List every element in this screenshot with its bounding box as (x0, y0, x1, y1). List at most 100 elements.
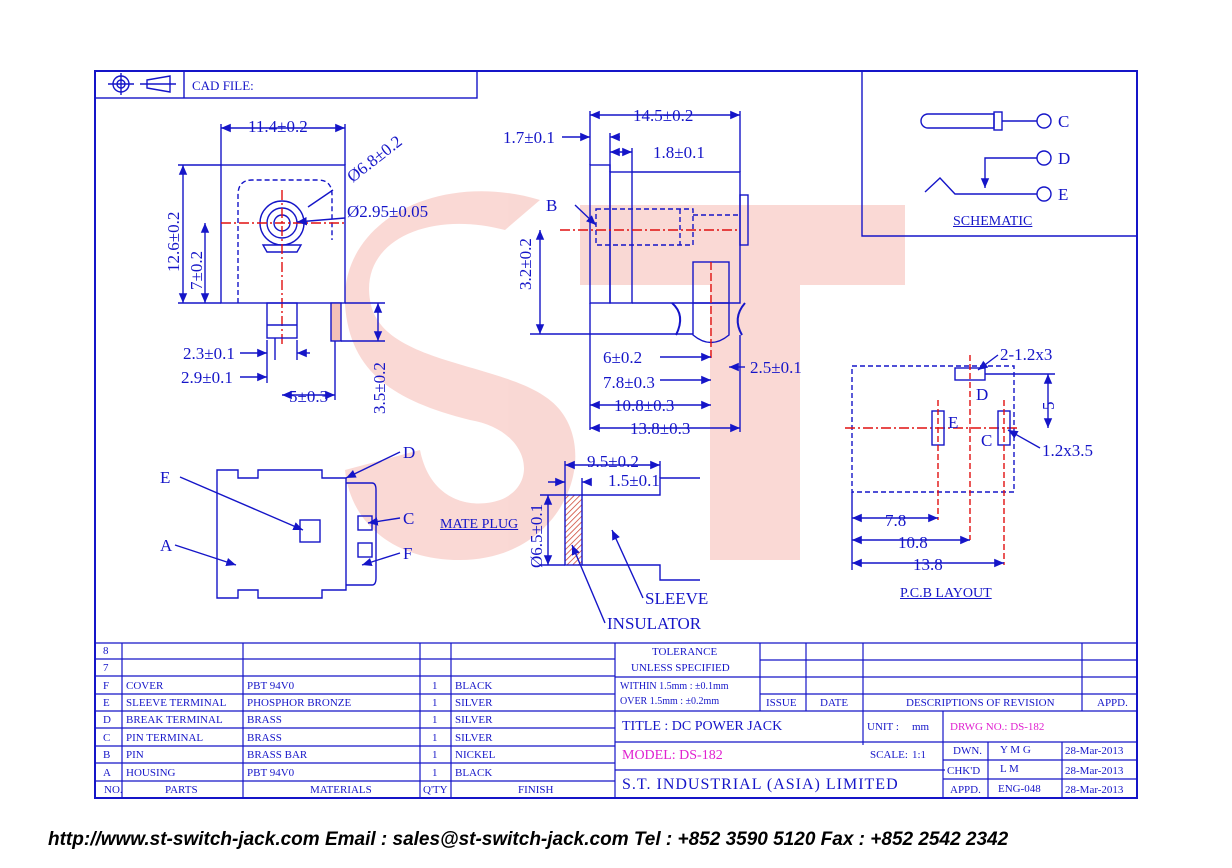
tol-within: WITHIN 1.5mm : ±0.1mm (620, 681, 729, 692)
rev-issue: ISSUE (766, 697, 797, 709)
dim-hole-pin: Ø2.95±0.05 (347, 202, 429, 221)
cad-file-box (94, 70, 478, 99)
bom-cell-no: C (103, 732, 111, 744)
schematic-pin-e: E (1058, 185, 1069, 204)
dim-length: 14.5±0.2 (633, 106, 694, 125)
bom-cell-qty: 1 (432, 680, 438, 692)
dim-d2: 7.8±0.3 (603, 373, 655, 392)
dim-d4: 13.8±0.3 (630, 419, 691, 438)
bom-cell-materials: PHOSPHOR BRONZE (247, 697, 352, 709)
bom-cell-finish: NICKEL (455, 749, 496, 761)
dim-hole-top: 2-1.2x3 (1000, 345, 1053, 364)
bom-cell-qty: 1 (432, 749, 438, 761)
dwn-by: Y M G (1000, 744, 1031, 756)
dim-d1: 6±0.2 (603, 348, 643, 367)
bom-header-materials: MATERIALS (310, 784, 372, 796)
bom-cell-materials: PBT 94V0 (247, 680, 295, 692)
dim-slot: 1.2x3.5 (1042, 441, 1093, 460)
label-a: A (160, 536, 173, 555)
bom-cell-finish: BLACK (455, 767, 493, 779)
bom-cell-no: D (103, 714, 111, 726)
bom-cell-materials: BRASS BAR (247, 749, 308, 761)
schematic-pin-c: C (1058, 112, 1070, 131)
unit-label: UNIT : (867, 721, 899, 733)
bom-cell-qty: 1 (432, 714, 438, 726)
bom-cell-qty: 1 (432, 767, 438, 779)
drawing-number: DRWG NO.: DS-182 (950, 721, 1045, 733)
bom-cell-qty: 1 (432, 697, 438, 709)
dim-d3: 10.8±0.3 (614, 396, 675, 415)
drawing-title: TITLE : DC POWER JACK (622, 719, 783, 734)
dim-lead-b: 2.9±0.1 (181, 368, 233, 387)
appd-date: 28-Mar-2013 (1065, 784, 1124, 796)
pcb-label-d: D (976, 385, 989, 404)
unit-value: mm (912, 721, 930, 733)
dim-pin-height: 3.2±0.2 (516, 238, 535, 290)
schematic-pin-d: D (1058, 149, 1071, 168)
dim-tail: 2.5±0.1 (750, 358, 802, 377)
dwn-date: 28-Mar-2013 (1065, 745, 1124, 757)
side-view (530, 110, 749, 433)
bom-cell-no: 8 (103, 645, 109, 657)
mate-plug (540, 460, 700, 624)
label-pin-b: B (546, 196, 558, 215)
dim-pitch-v: 5 (1039, 401, 1058, 411)
schematic (861, 71, 1137, 237)
rev-date: DATE (820, 697, 849, 709)
chkd-by: L M (1000, 763, 1019, 775)
front-view (178, 123, 385, 400)
tol-over: OVER 1.5mm : ±0.2mm (620, 696, 720, 707)
scale-label: SCALE: (870, 749, 908, 761)
dwn-label: DWN. (953, 745, 983, 757)
rev-descriptions: DESCRIPTIONS OF REVISION (906, 697, 1055, 709)
appd-by: ENG-048 (998, 783, 1041, 795)
bom-cell-parts: HOUSING (126, 767, 176, 779)
bom-cell-no: A (103, 767, 111, 779)
appd-label: APPD. (950, 784, 981, 796)
bom-cell-no: B (103, 749, 111, 761)
bom-cell-parts: PIN TERMINAL (126, 732, 204, 744)
bom-grid (95, 642, 1137, 798)
dim-flange: 1.7±0.1 (503, 128, 555, 147)
bom-cell-parts: SLEEVE TERMINAL (126, 697, 227, 709)
dim-x1: 7.8 (885, 511, 907, 530)
dim-plug-insulator: 1.5±0.1 (608, 471, 660, 490)
bom-header-qty: Q'TY (423, 784, 448, 796)
pcb-layout (845, 354, 1055, 570)
label-f: F (403, 544, 413, 563)
chkd-date: 28-Mar-2013 (1065, 765, 1124, 777)
st-watermark (344, 191, 905, 560)
bottom-view (174, 451, 401, 599)
label-c: C (403, 509, 415, 528)
scale-value: 1:1 (912, 749, 927, 761)
bom-cell-finish: SILVER (455, 732, 493, 744)
label-insulator: INSULATOR (607, 614, 702, 633)
dim-lead-a: 2.3±0.1 (183, 344, 235, 363)
bom-cell-parts: PIN (126, 749, 144, 761)
chkd-label: CHK'D (947, 765, 981, 777)
label-d: D (403, 443, 416, 462)
bom-cell-no: 7 (103, 662, 109, 674)
tolerance: TOLERANCE (652, 646, 718, 658)
unless-specified: UNLESS SPECIFIED (631, 662, 730, 674)
model-number: MODEL: DS-182 (622, 748, 723, 763)
mate-plug-title: MATE PLUG (440, 517, 519, 532)
company-name: S.T. INDUSTRIAL (ASIA) LIMITED (622, 776, 899, 793)
dim-plug-diameter: Ø6.5±0.1 (527, 503, 546, 568)
schematic-title: SCHEMATIC (953, 214, 1033, 229)
dim-plug-length: 9.5±0.2 (587, 452, 639, 471)
bom-cell-materials: BRASS (247, 714, 282, 726)
bom-header-no: NO. (104, 784, 123, 796)
label-sleeve: SLEEVE (645, 589, 709, 608)
bom-cell-finish: SILVER (455, 697, 493, 709)
dim-height-total: 12.6±0.2 (164, 211, 183, 272)
bom-cell-finish: BLACK (455, 680, 493, 692)
bom-cell-no: E (103, 697, 110, 709)
bom-cell-materials: BRASS (247, 732, 282, 744)
dim-step: 1.8±0.1 (653, 143, 705, 162)
label-e: E (160, 468, 171, 487)
dim-height-center: 7±0.2 (187, 250, 206, 290)
bom-cell-materials: PBT 94V0 (247, 767, 295, 779)
dim-width-top: 11.4±0.2 (248, 117, 308, 136)
